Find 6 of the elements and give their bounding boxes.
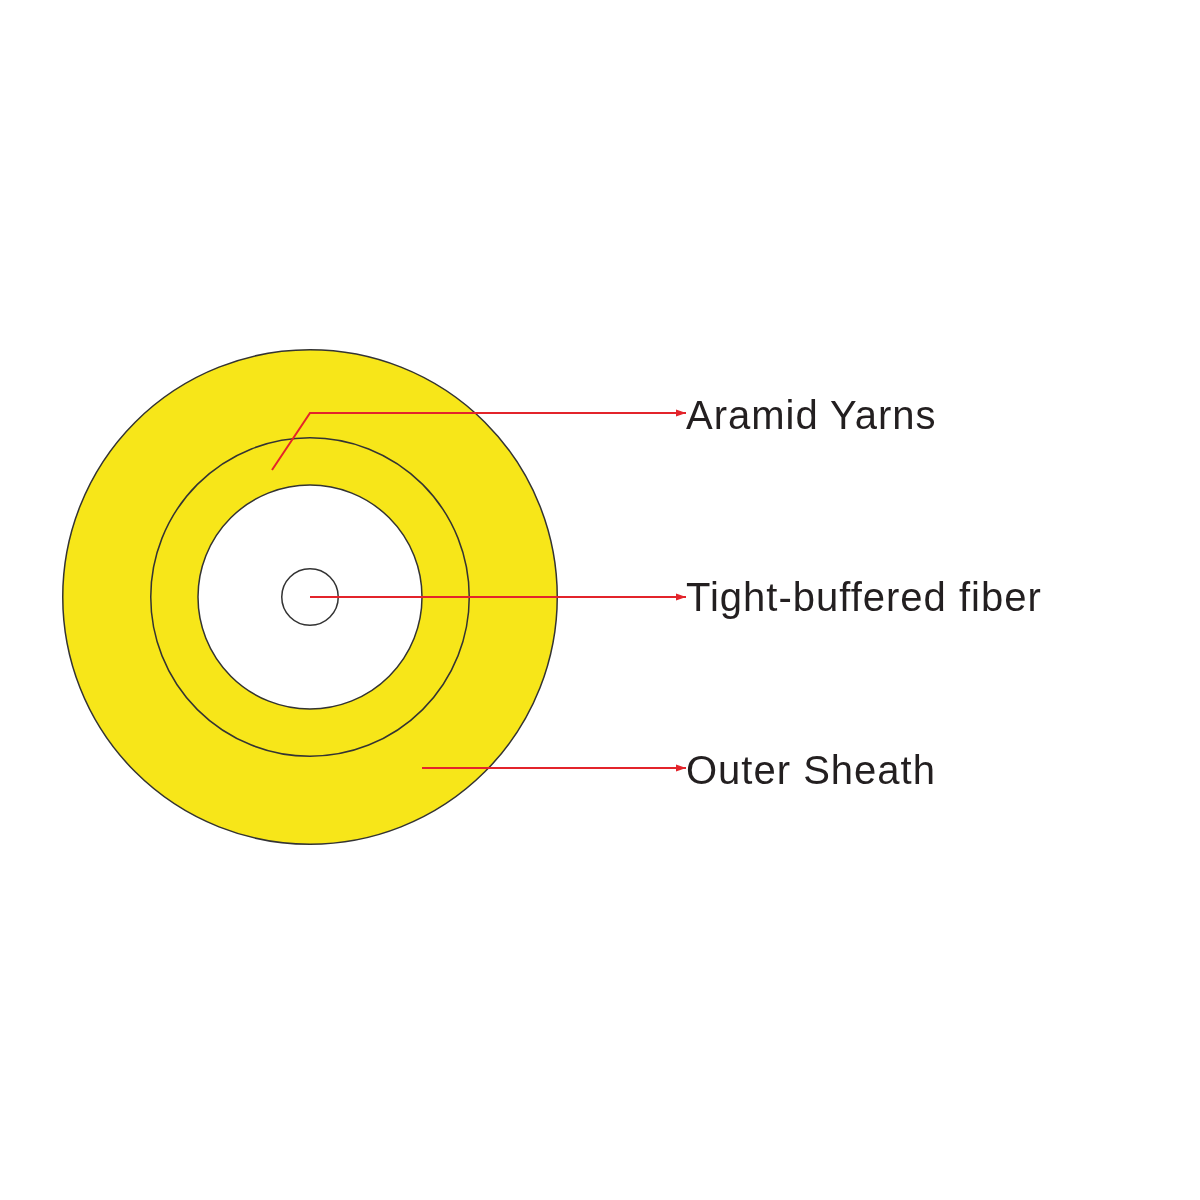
part-label: Aramid Yarns bbox=[686, 390, 937, 440]
leader-arrow bbox=[421, 764, 687, 772]
leader-arrow bbox=[309, 593, 687, 601]
part-label: Outer Sheath bbox=[686, 745, 936, 795]
part-label: Tight-buffered fiber bbox=[686, 572, 1042, 622]
leader-arrow bbox=[271, 409, 687, 471]
